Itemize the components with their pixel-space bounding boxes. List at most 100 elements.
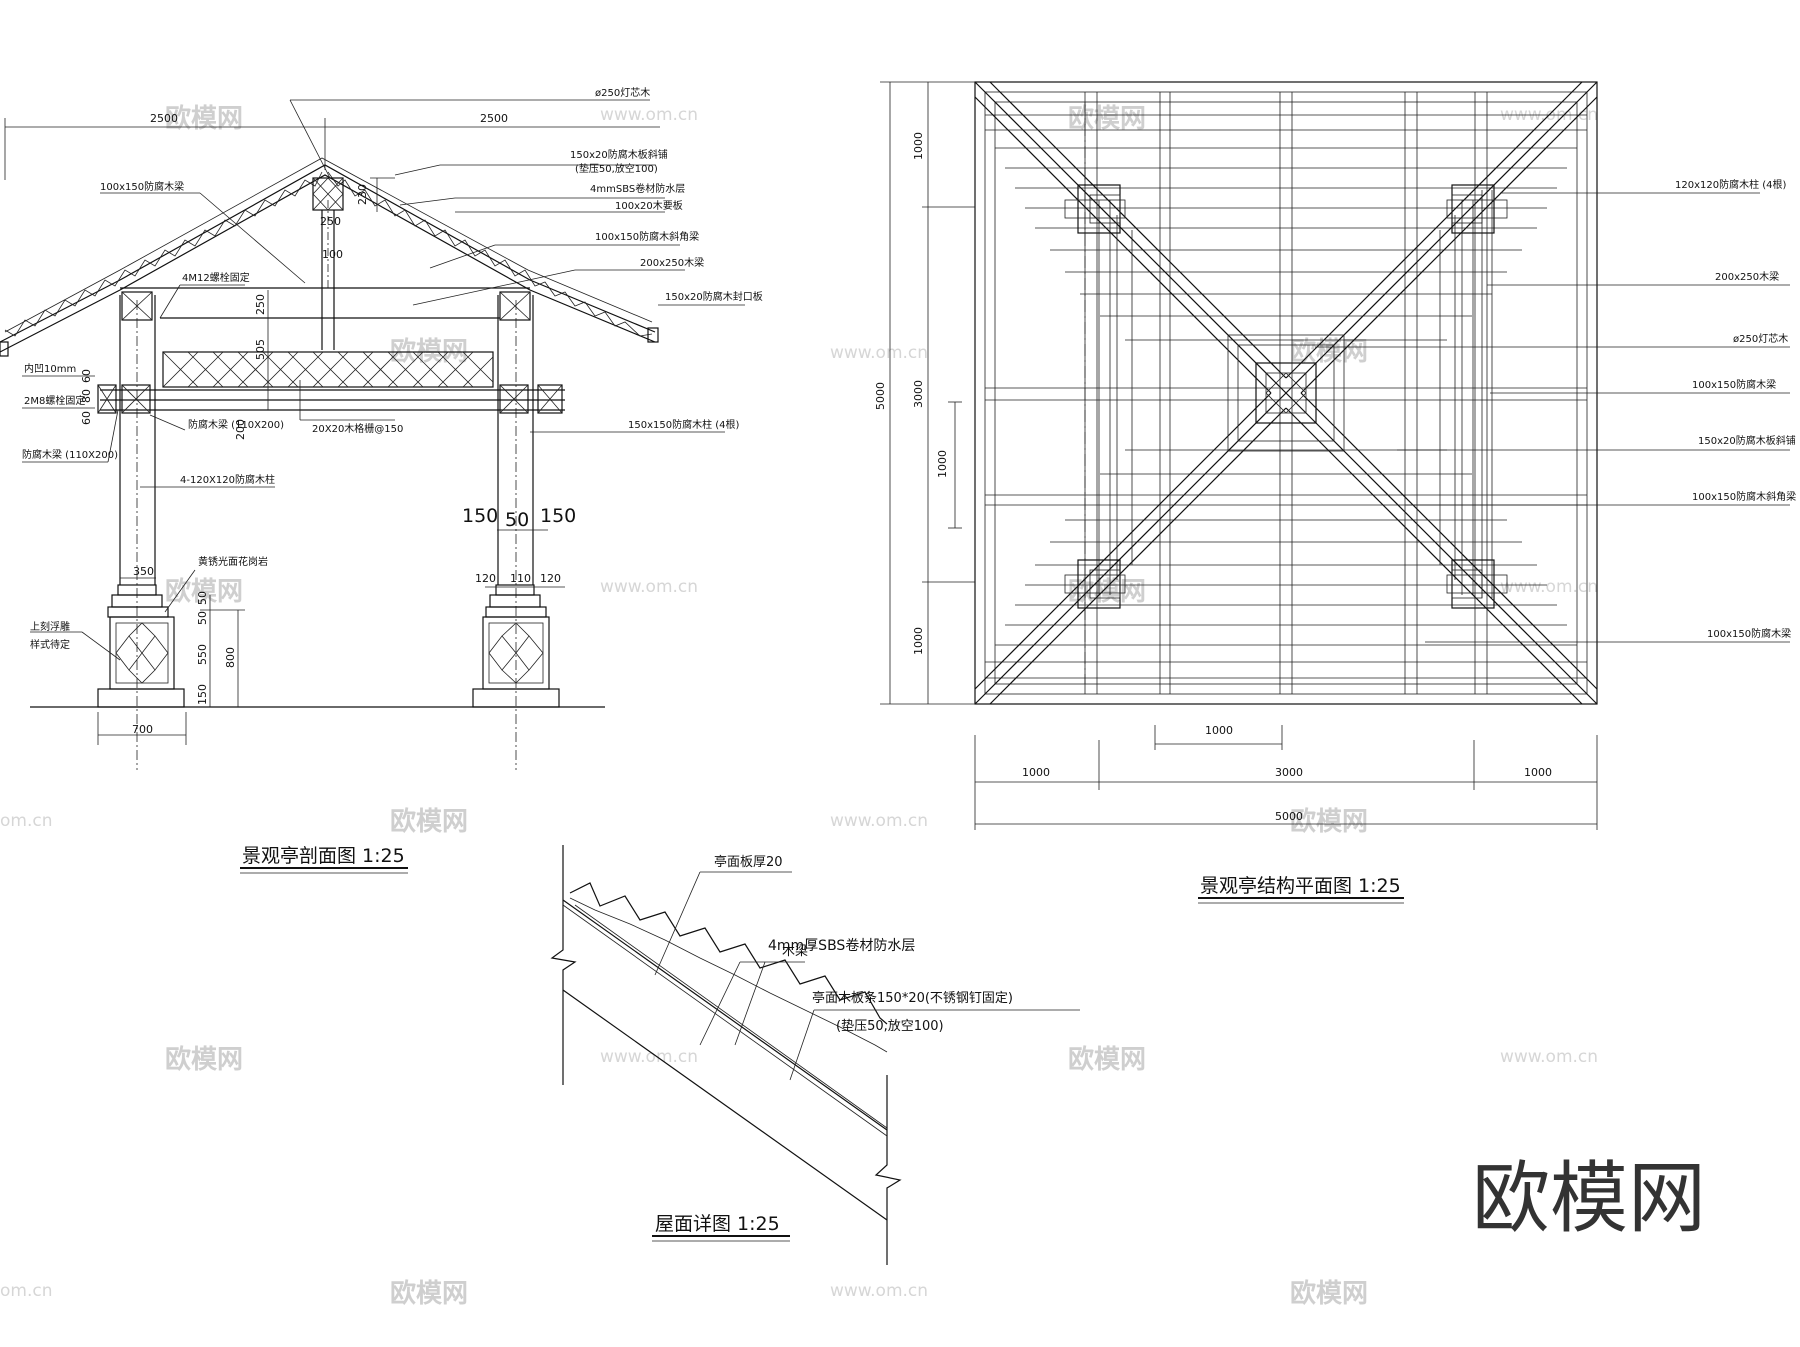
watermark-logo: 欧模网 [390, 1278, 468, 1309]
label-rafter: 100x150防腐木斜角梁 [595, 230, 699, 243]
plan-label-purlin: 100x150防腐木梁 [1692, 378, 1776, 391]
dim-base-50b: 50 [196, 611, 209, 625]
watermark-url: om.cn [0, 811, 53, 831]
watermark-layer: 欧模网 欧模网 www.om.cn www.om.cn 欧模网 欧模网 www.… [0, 103, 1598, 1309]
watermark-logo: 欧模网 [390, 806, 468, 837]
dim-col-gap: 50 [505, 509, 529, 531]
detail-label-beam: 木梁 [782, 944, 808, 959]
roof-profile [0, 157, 659, 357]
dim-beam-height: 250 [254, 294, 267, 315]
label-post-150: 150x150防腐木柱 (4根) [628, 418, 740, 431]
detail-label-sbs: 4mm厚SBS卷材防水层 [768, 938, 915, 954]
plan-dim-total-h: 5000 [874, 382, 887, 410]
detail-title: 屋面详图 1:25 [655, 1213, 780, 1235]
section-title: 景观亭剖面图 1:25 [242, 845, 405, 867]
dim-col-right: 150 [540, 505, 576, 527]
dim-ridge-rise: 230 [356, 184, 369, 205]
plan-title: 景观亭结构平面图 1:25 [1200, 875, 1401, 897]
watermark-logo: 欧模网 [1068, 576, 1146, 607]
dim-base-800: 800 [224, 647, 237, 668]
plan-label-purlin2: 100x150防腐木梁 [1707, 627, 1791, 640]
watermark-url: www.om.cn [600, 577, 698, 597]
detail-label-strip-note: (垫压50,放空100) [836, 1018, 944, 1034]
plan-dim-v-mid: 3000 [912, 380, 925, 408]
label-sbs-layer: 4mmSBS卷材防水层 [590, 182, 685, 195]
watermark-url: www.om.cn [1500, 1047, 1598, 1067]
plan-dim-total-w: 5000 [1275, 810, 1303, 823]
label-lattice: 20X20木格栅@150 [312, 422, 403, 435]
label-recess: 内凹10mm [24, 362, 76, 375]
plan-dim-seg3: 1000 [1524, 766, 1552, 779]
label-beam-left: 防腐木梁 (110X200) [22, 448, 118, 461]
watermark-url: www.om.cn [830, 811, 928, 831]
plan-view: 5000 1000 3000 1000 1000 1000 1000 3000 … [874, 81, 1796, 904]
plan-label-posts: 120x120防腐木柱 (4根) [1675, 178, 1787, 191]
label-purlin-left: 100x150防腐木梁 [100, 180, 184, 193]
watermark-logo: 欧模网 [1290, 806, 1368, 837]
plan-dim-v-inner: 1000 [936, 450, 949, 478]
section-view: 2500 2500 [0, 86, 763, 874]
label-bolt-m8: 2M8螺栓固定 [24, 394, 85, 407]
dim-ridge-post: 100 [322, 248, 343, 261]
dim-base-550: 550 [196, 644, 209, 665]
watermark-url: www.om.cn [600, 1047, 698, 1067]
lattice-panel [162, 351, 494, 388]
dim-joint-60b: 60 [80, 411, 93, 425]
column-left [119, 295, 156, 770]
plan-vertical-lines [1084, 92, 1493, 694]
plan-label-hip: 100x150防腐木斜角梁 [1692, 490, 1796, 503]
label-main-beam: 200x250木梁 [640, 256, 704, 269]
label-carving: 上刻浮雕 [30, 620, 70, 633]
plan-posts [1064, 184, 1508, 609]
watermark-url: www.om.cn [830, 1281, 928, 1301]
label-keel: 100x20木要板 [615, 199, 683, 212]
dim-base-150: 150 [196, 684, 209, 705]
label-post-120: 4-120X120防腐木柱 [180, 473, 275, 486]
label-stone-base: 黄锈光面花岗岩 [198, 555, 268, 568]
watermark-url: om.cn [0, 1281, 53, 1301]
stone-base-left [97, 584, 185, 708]
watermark-logo: 欧模网 [165, 1044, 243, 1075]
plan-core [1227, 334, 1345, 452]
plan-dim-seg2: 3000 [1275, 766, 1303, 779]
watermark-url: www.om.cn [1500, 577, 1598, 597]
plan-label-deck: 150x20防腐木板斜铺 [1698, 434, 1796, 447]
label-ridge-wood: ø250灯芯木 [595, 86, 650, 99]
dim-ridge-width: 250 [320, 215, 341, 228]
plan-dim-v-bot: 1000 [912, 627, 925, 655]
dim-col-left: 150 [462, 505, 498, 527]
label-beam-mid: 防腐木梁 (110X200) [188, 418, 284, 431]
ridge-wood [312, 177, 344, 350]
detail-label-strip: 亭面木板条150*20(不锈钢钉固定) [812, 990, 1013, 1006]
plan-label-beam: 200x250木梁 [1715, 270, 1779, 283]
label-deck-note: (垫压50,放空100) [575, 162, 658, 175]
dim-base-110: 110 [510, 572, 531, 585]
label-bolt-m12: 4M12螺栓固定 [182, 271, 250, 284]
dim-plinth: 350 [133, 565, 154, 578]
dim-lower-gap: 200 [234, 419, 247, 440]
dim-half-left: 2500 [150, 112, 178, 125]
plan-dim-v-top: 1000 [912, 132, 925, 160]
lower-beam [97, 384, 565, 414]
plan-label-core: ø250灯芯木 [1733, 332, 1788, 345]
roof-detail: 亭面板厚20 木梁 4mm厚SBS卷材防水层 亭面木板条150*20(不锈钢钉固… [550, 845, 1080, 1265]
dim-half-right: 2500 [480, 112, 508, 125]
stone-base-right [472, 584, 560, 708]
detail-label-board: 亭面板厚20 [714, 854, 783, 870]
column-right [497, 295, 534, 770]
label-fascia: 150x20防腐木封口板 [665, 290, 763, 303]
dim-base-50a: 50 [196, 591, 209, 605]
brand-logo: 欧模网 [1472, 1154, 1706, 1244]
watermark-logo: 欧模网 [1068, 103, 1146, 134]
label-deck-board: 150x20防腐木板斜铺 [570, 148, 668, 161]
watermark-logo: 欧模网 [165, 103, 243, 134]
watermark-logo: 欧模网 [165, 576, 243, 607]
plan-dim-inner: 1000 [1205, 724, 1233, 737]
dim-base-120a: 120 [475, 572, 496, 585]
dim-lattice: 505 [254, 339, 267, 360]
watermark-logo: 欧模网 [1290, 1278, 1368, 1309]
label-carving2: 样式待定 [30, 638, 70, 651]
watermark-url: www.om.cn [600, 105, 698, 125]
dim-base-120b: 120 [540, 572, 561, 585]
